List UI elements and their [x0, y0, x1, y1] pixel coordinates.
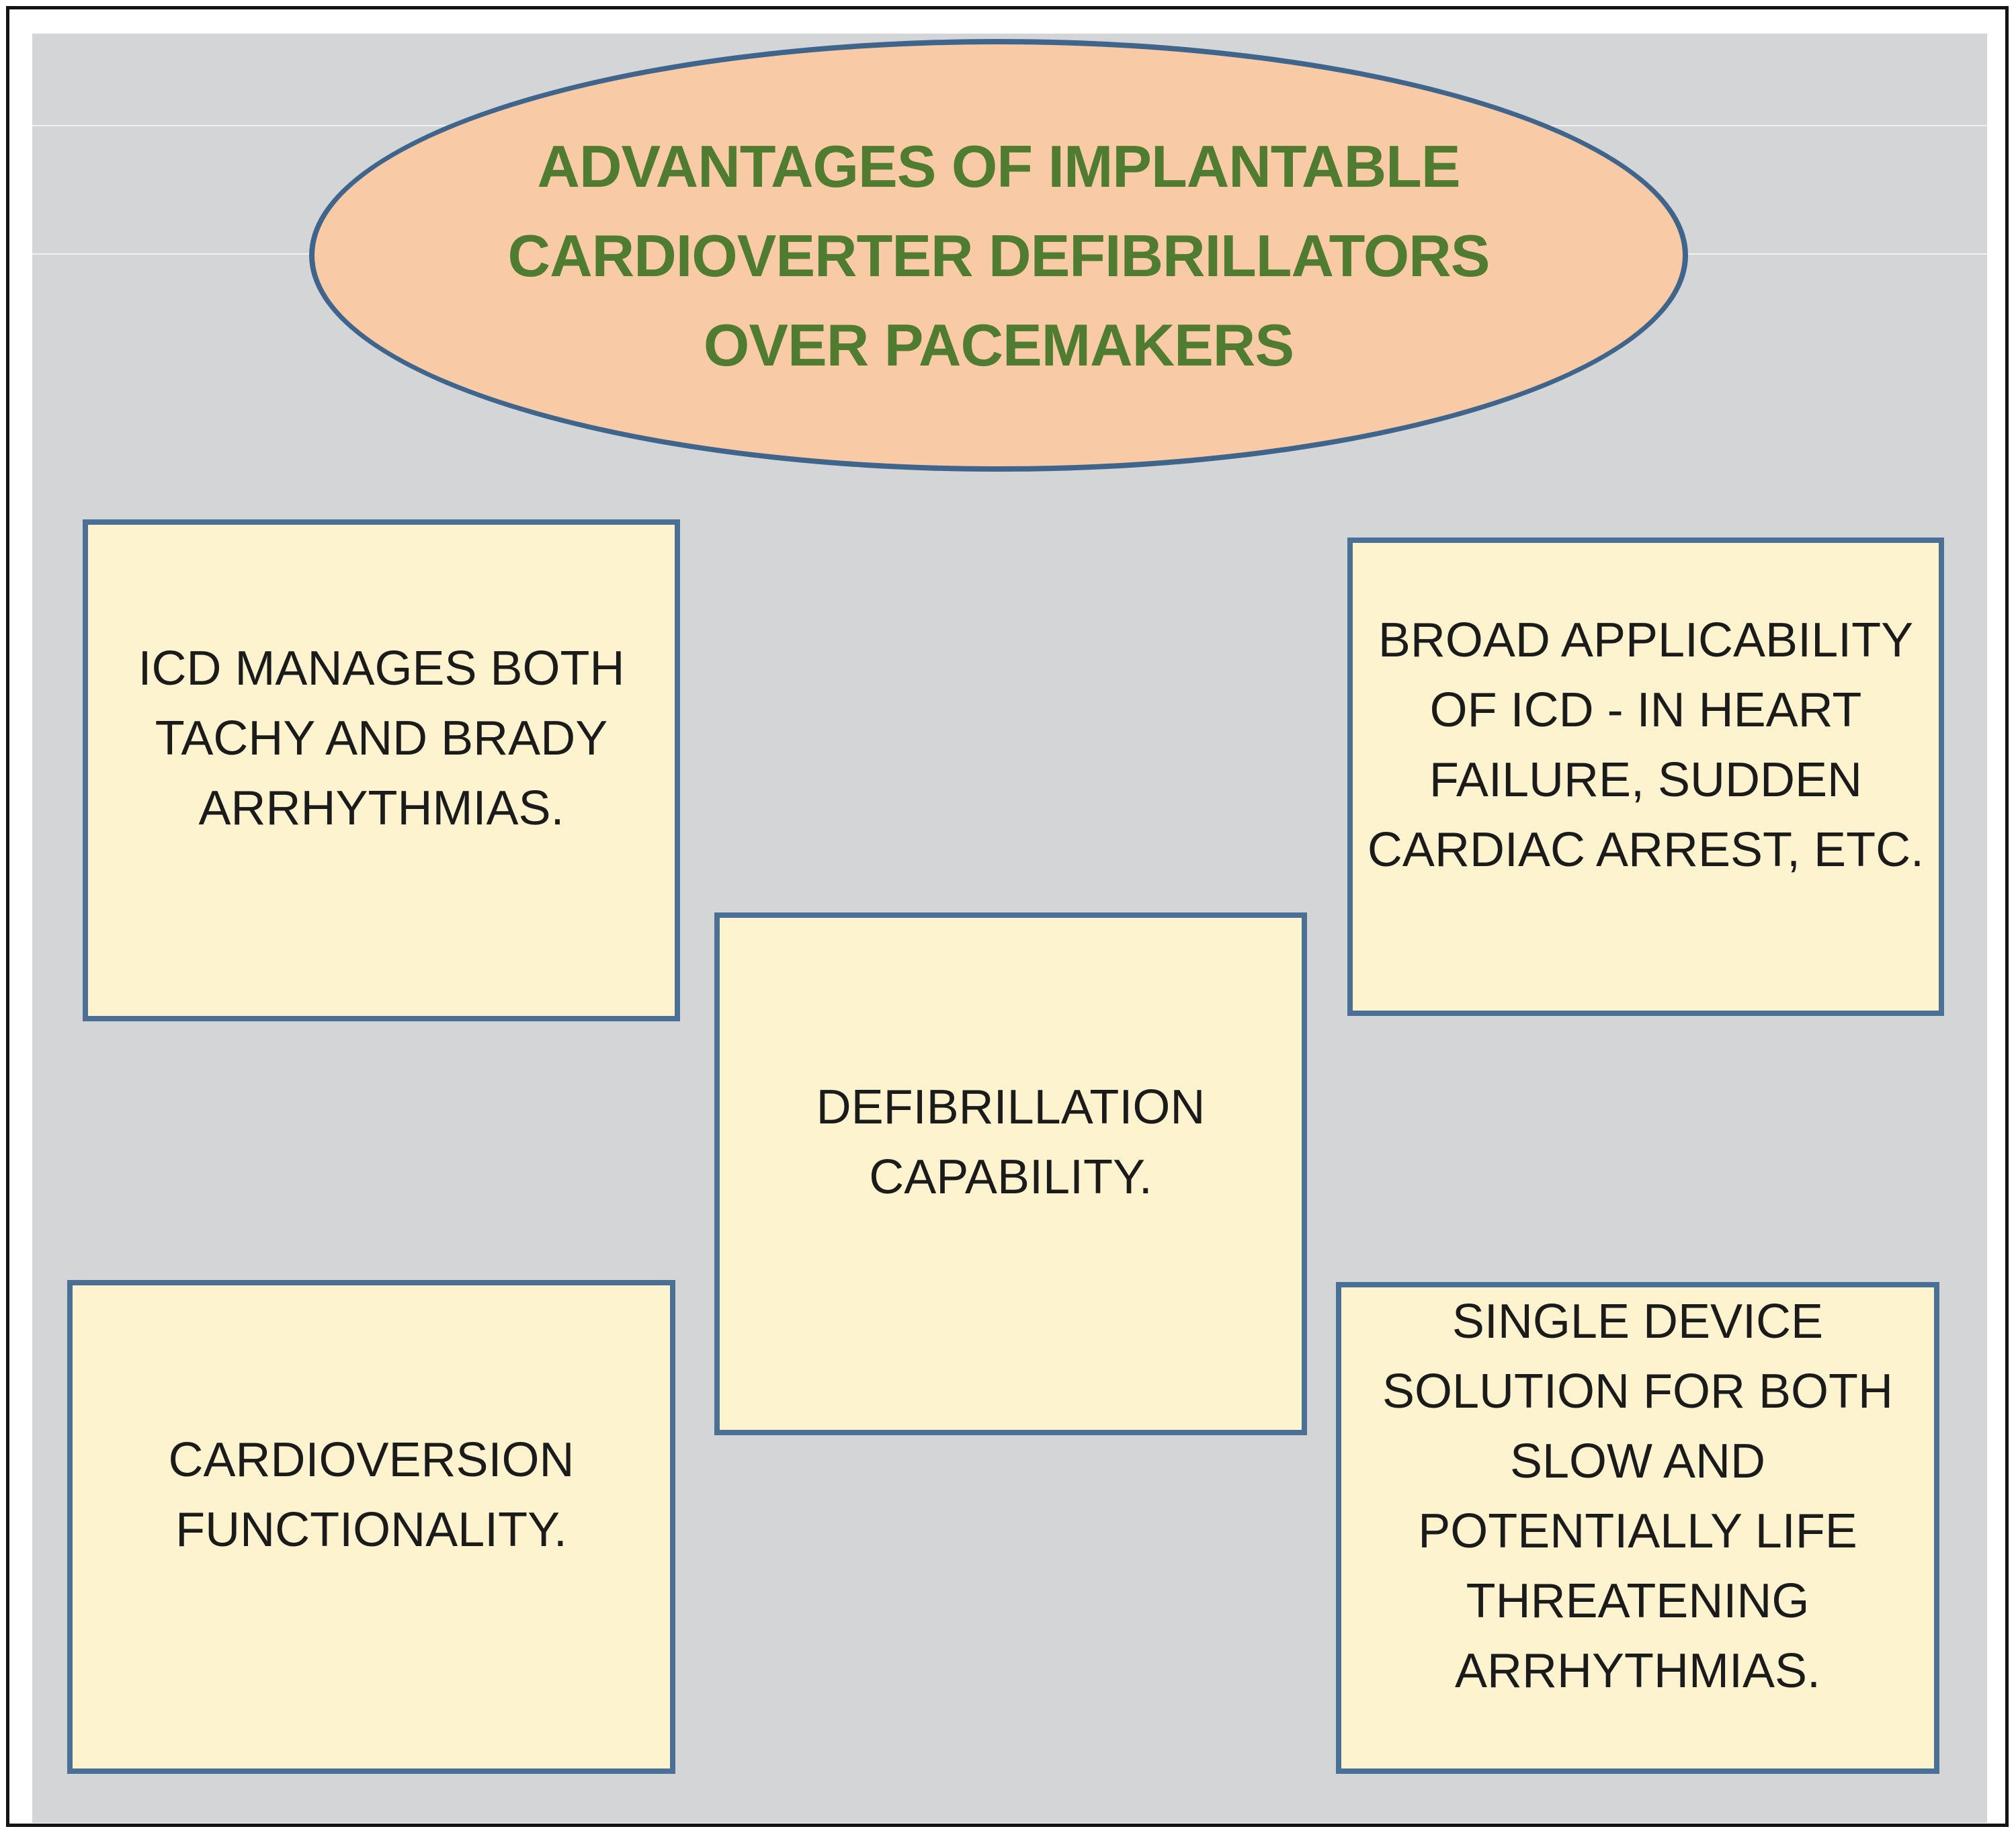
- slide-background-panel: ADVANTAGES OF IMPLANTABLE CARDIOVERTER D…: [32, 34, 1987, 1823]
- title-text: ADVANTAGES OF IMPLANTABLE CARDIOVERTER D…: [507, 132, 1490, 378]
- box-single-device-solution-text: SINGLE DEVICE SOLUTION FOR BOTH SLOW AND…: [1382, 1294, 1894, 1698]
- box-icd-manages-both: ICD MANAGES BOTH TACHY AND BRADY ARRHYTH…: [83, 519, 680, 1021]
- box-broad-applicability: BROAD APPLICABILITY OF ICD - IN HEART FA…: [1347, 538, 1944, 1016]
- title-ellipse: ADVANTAGES OF IMPLANTABLE CARDIOVERTER D…: [309, 39, 1688, 472]
- outer-frame: [6, 6, 2009, 1827]
- box-defibrillation-capability-text: DEFIBRILLATION CAPABILITY.: [816, 1080, 1206, 1204]
- box-cardioversion-functionality-text: CARDIOVERSION FUNCTIONALITY.: [168, 1433, 575, 1557]
- box-icd-manages-both-text: ICD MANAGES BOTH TACHY AND BRADY ARRHYTH…: [138, 642, 625, 835]
- box-single-device-solution: SINGLE DEVICE SOLUTION FOR BOTH SLOW AND…: [1336, 1282, 1939, 1774]
- box-broad-applicability-text: BROAD APPLICABILITY OF ICD - IN HEART FA…: [1367, 613, 1925, 877]
- box-defibrillation-capability: DEFIBRILLATION CAPABILITY.: [714, 912, 1307, 1435]
- box-cardioversion-functionality: CARDIOVERSION FUNCTIONALITY.: [67, 1280, 675, 1774]
